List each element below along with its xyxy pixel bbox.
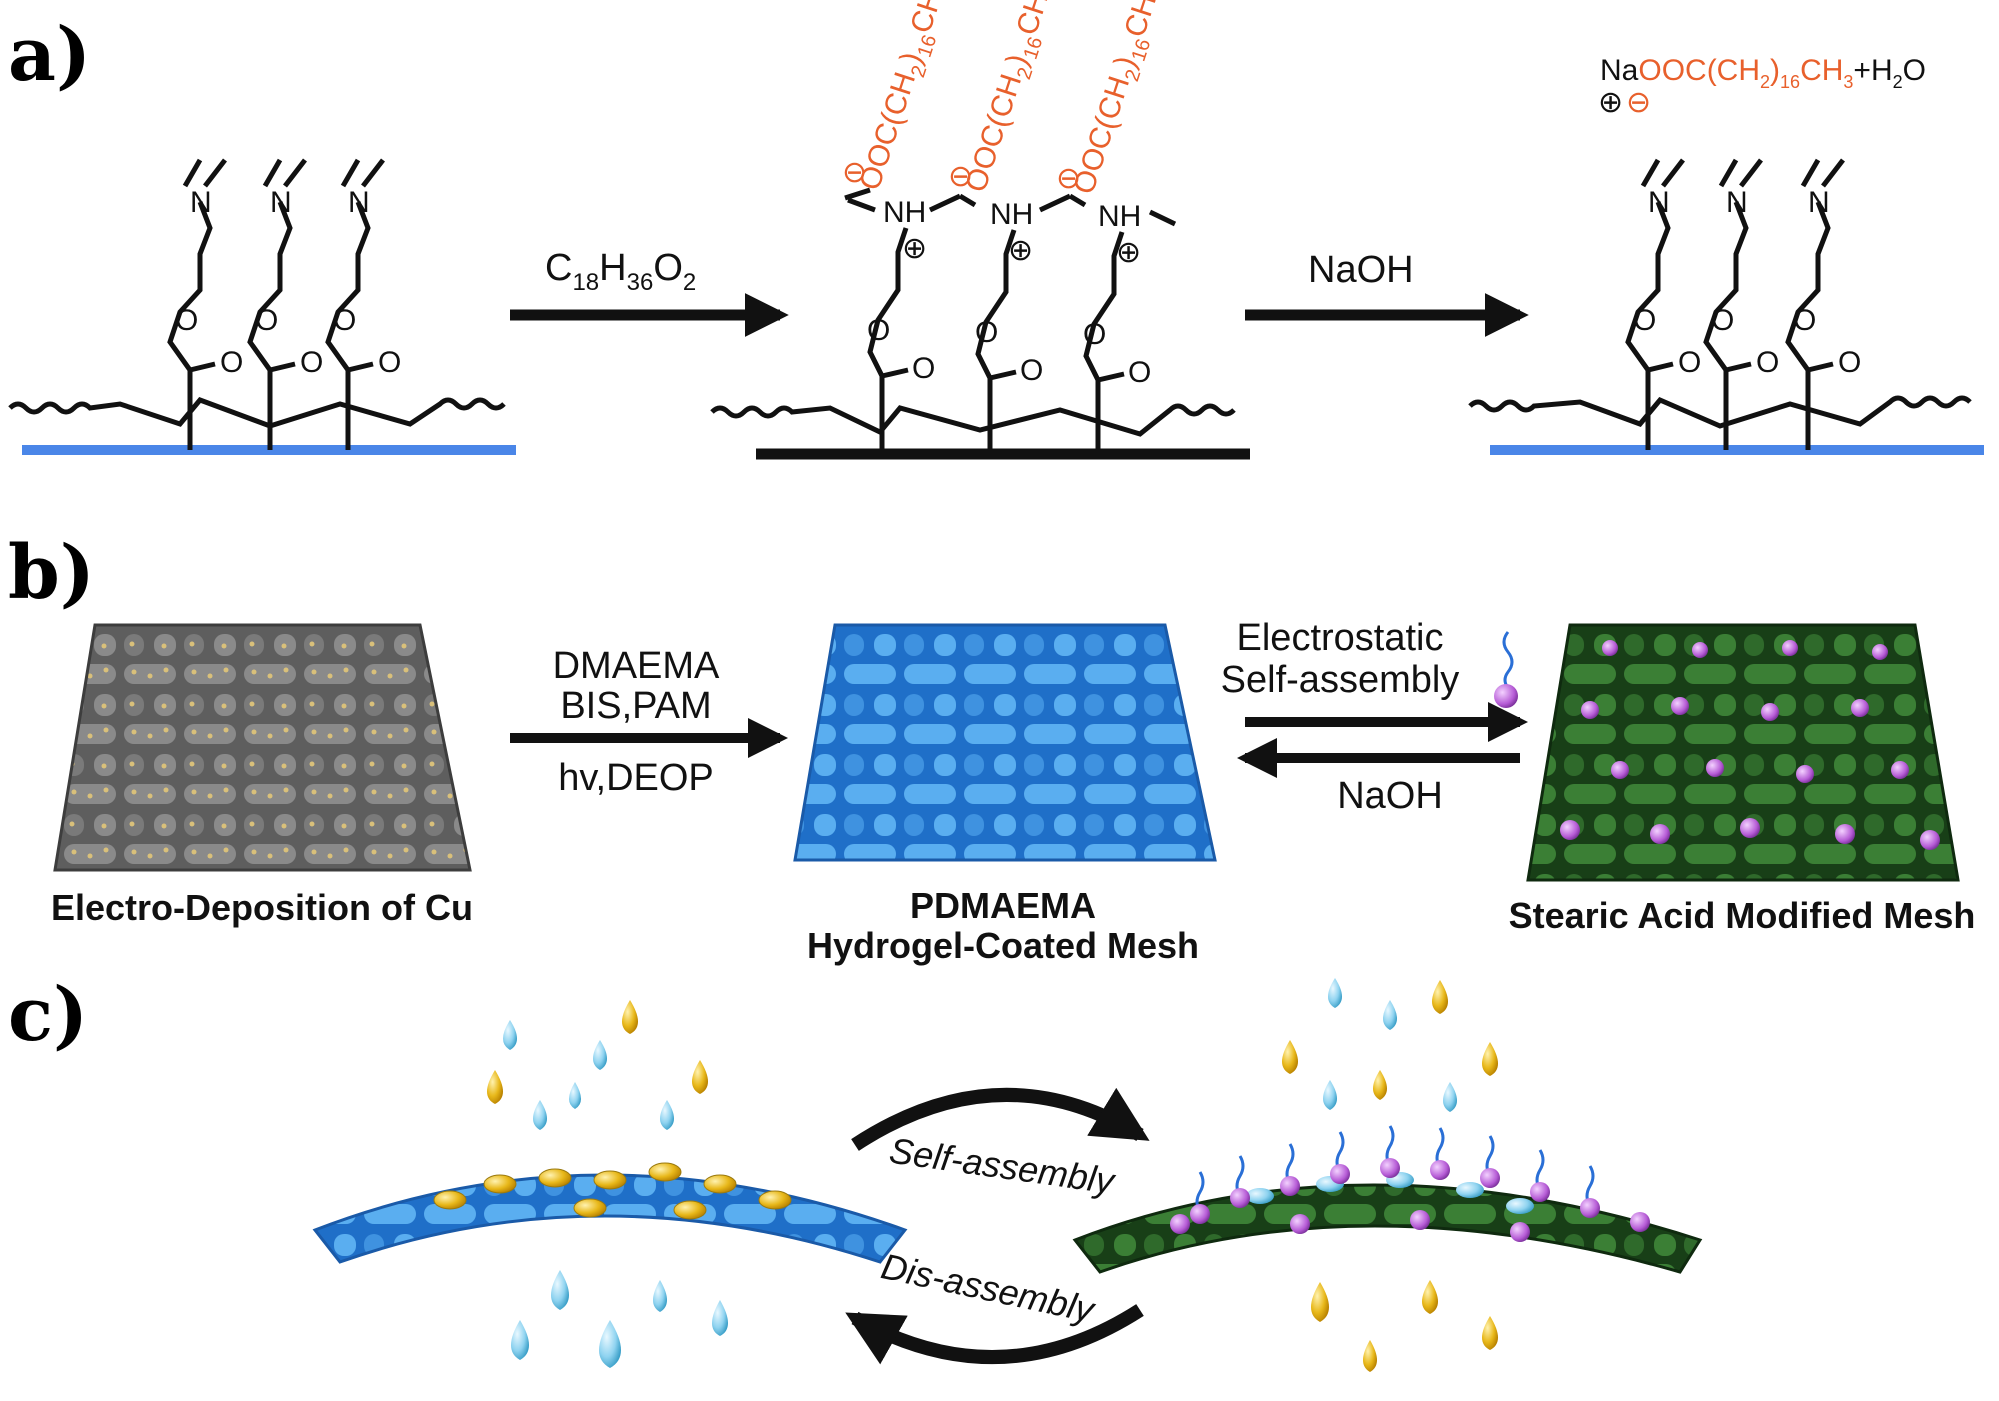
label-naoh: NaOH xyxy=(1337,775,1443,817)
dis-assembly-arrow xyxy=(845,1304,1144,1365)
negative-charge: ⊖ xyxy=(1626,86,1651,119)
stearic-acid-modified-mesh xyxy=(1526,623,1960,882)
stearate-chain: OOC(CH2)16CH3 xyxy=(1067,0,1172,200)
positive-charge: ⊕ xyxy=(1598,86,1623,119)
atom-n: N xyxy=(348,186,370,219)
drops-left xyxy=(487,1000,728,1368)
label-dis-assembly-cycle: Dis-assembly xyxy=(878,1245,1100,1330)
drops-right xyxy=(1282,978,1498,1372)
atom-o: O xyxy=(1020,354,1043,387)
polymer-brush-charged-middle: NH NH NH ⊕ ⊕ ⊕ O O O O O O OOC(CH2)16CH3… xyxy=(710,0,1250,460)
reagent-dmaema: DMAEMA xyxy=(553,645,720,687)
hydrogel-mesh-oil-retaining xyxy=(312,1162,908,1264)
caption-stearic-acid-modified: Stearic Acid Modified Mesh xyxy=(1509,895,1976,936)
atom-nh: NH xyxy=(1098,200,1141,233)
atom-o: O xyxy=(867,314,890,347)
atom-o: O xyxy=(1678,346,1701,379)
atom-o: O xyxy=(333,304,356,337)
atom-nh: NH xyxy=(990,198,1033,231)
caption-hydrogel-coated-mesh: Hydrogel-Coated Mesh xyxy=(807,925,1199,966)
atom-o: O xyxy=(1838,346,1861,379)
atom-n: N xyxy=(1726,186,1748,219)
caption-electro-deposition: Electro-Deposition of Cu xyxy=(51,887,473,928)
reagent-naoh: NaOH xyxy=(1308,249,1414,291)
label-self-assembly-cycle: Self-assembly xyxy=(887,1130,1119,1202)
atom-n: N xyxy=(1648,186,1670,219)
coating-arrow: DMAEMA BIS,PAM hv,DEOP xyxy=(510,645,788,799)
positive-charge: ⊕ xyxy=(1116,236,1141,269)
atom-n: N xyxy=(270,186,292,219)
panel-b-label: b) xyxy=(8,530,95,616)
atom-o: O xyxy=(1711,304,1734,337)
polymer-brush-neutral-right: N N N O O O O O O xyxy=(1468,158,1984,455)
negative-charge: ⊖ xyxy=(842,156,867,189)
atom-n: N xyxy=(1808,186,1830,219)
atom-o: O xyxy=(300,346,323,379)
hydrogel-coated-mesh xyxy=(793,623,1217,862)
atom-o: O xyxy=(1793,304,1816,337)
atom-o: O xyxy=(175,304,198,337)
byproduct-sodium-stearate: NaOOC(CH2)16CH3+H2O ⊕ ⊖ xyxy=(1598,54,1926,119)
positive-charge: ⊕ xyxy=(1008,234,1033,267)
atom-o: O xyxy=(1083,318,1106,351)
atom-o: O xyxy=(255,304,278,337)
panel-c-label: c) xyxy=(8,972,88,1058)
positive-charge: ⊕ xyxy=(902,232,927,265)
modified-mesh-water-retaining xyxy=(1072,1125,1703,1274)
negative-charge: ⊖ xyxy=(948,160,973,193)
surfactant-head-icon xyxy=(1494,684,1518,708)
copper-deposited-mesh xyxy=(53,623,472,872)
reagent-stearic-acid: C18H36O2 xyxy=(545,247,696,296)
reaction-arrow-1: C18H36O2 xyxy=(510,247,789,337)
caption-pdmaema: PDMAEMA xyxy=(910,885,1096,926)
reaction-arrow-2: NaOH xyxy=(1245,249,1529,337)
atom-o: O xyxy=(1128,356,1151,389)
stearate-chain: OOC(CH2)16CH3 xyxy=(959,0,1064,198)
atom-o: O xyxy=(1633,304,1656,337)
negative-charge: ⊖ xyxy=(1056,162,1081,195)
atom-o: O xyxy=(378,346,401,379)
reagent-hv-deop: hv,DEOP xyxy=(558,757,714,799)
reversible-arrows: Electrostatic Self-assembly NaOH xyxy=(1221,617,1528,817)
atom-n: N xyxy=(190,186,212,219)
surfactant-tail-icon xyxy=(1502,631,1514,689)
svg-text:NaOOC(CH2)16CH3+H2O: NaOOC(CH2)16CH3+H2O xyxy=(1600,54,1926,92)
panel-a-label: a) xyxy=(8,12,91,98)
polymer-brush-neutral-left: N N N O O O O O O xyxy=(8,158,516,455)
atom-o: O xyxy=(912,352,935,385)
atom-o: O xyxy=(975,316,998,349)
atom-nh: NH xyxy=(883,196,926,229)
atom-o: O xyxy=(220,346,243,379)
label-self-assembly: Self-assembly xyxy=(1221,659,1460,701)
reagent-bis-pam: BIS,PAM xyxy=(560,685,711,727)
self-assembly-arrow xyxy=(851,1087,1150,1151)
stearate-chain: OOC(CH2)16CH3 xyxy=(853,0,958,196)
atom-o: O xyxy=(1756,346,1779,379)
label-electrostatic: Electrostatic xyxy=(1237,617,1444,659)
